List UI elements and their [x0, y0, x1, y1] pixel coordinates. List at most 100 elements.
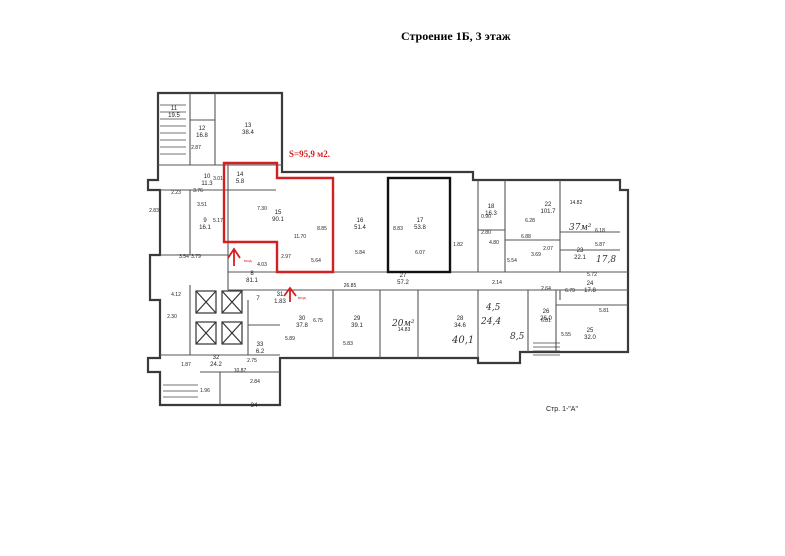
svg-text:3.69: 3.69 — [531, 252, 541, 258]
svg-text:8,5: 8,5 — [510, 332, 525, 342]
svg-text:5.17: 5.17 — [213, 218, 223, 224]
svg-text:4.03: 4.03 — [257, 262, 267, 268]
room-area: 17.8 — [584, 288, 596, 294]
room-number: 13 — [245, 123, 252, 129]
svg-text:6.28: 6.28 — [525, 218, 535, 224]
room-area: 53.8 — [414, 225, 426, 231]
svg-text:3.01: 3.01 — [213, 176, 223, 182]
svg-text:6.81: 6.81 — [541, 318, 551, 324]
room-number: 30 — [299, 316, 306, 322]
entry-arrows — [227, 247, 297, 302]
svg-text:4.12: 4.12 — [171, 292, 181, 298]
walls — [146, 91, 630, 407]
room-number: 15 — [275, 210, 282, 216]
room-area: 16.3 — [485, 211, 497, 217]
room-number: 14 — [237, 172, 244, 178]
room-area: 32.0 — [584, 335, 596, 341]
svg-text:4,5: 4,5 — [485, 303, 501, 313]
svg-text:7.30: 7.30 — [257, 206, 267, 212]
entry-label: вход — [244, 259, 251, 263]
room-area: 34.6 — [454, 323, 466, 329]
svg-text:6.79: 6.79 — [565, 288, 575, 294]
svg-text:11.70: 11.70 — [294, 234, 306, 240]
stairs — [160, 104, 560, 398]
svg-text:2.97: 2.97 — [281, 254, 291, 260]
room-area: 1.83 — [274, 299, 286, 305]
entry-label: вход — [298, 296, 305, 300]
svg-text:5.54: 5.54 — [507, 258, 517, 264]
room-number: 11 — [171, 106, 178, 112]
room-labels: 11 19.5 12 16.8 13 38.4 14 5.8 15 90.1 1… — [168, 106, 596, 409]
svg-text:2.84: 2.84 — [250, 379, 260, 385]
room-number: 10 — [204, 174, 211, 180]
elevator-shafts — [195, 290, 243, 345]
svg-text:40,1: 40,1 — [451, 335, 474, 346]
svg-text:5.84: 5.84 — [355, 250, 365, 256]
handwritten-notes: 37м² 20м² 4,5 24,4 40,1 8,5 17,8 — [391, 223, 616, 346]
room-number: 12 — [199, 126, 206, 132]
svg-text:5.64: 5.64 — [311, 258, 321, 264]
svg-text:8.83: 8.83 — [393, 226, 403, 232]
plan-title: Строение 1Б, 3 этаж — [401, 29, 511, 43]
room-area: 57.2 — [397, 280, 409, 286]
svg-text:2.87: 2.87 — [191, 145, 201, 151]
svg-text:5.72: 5.72 — [587, 272, 597, 278]
room-area: 26.0 — [540, 316, 552, 322]
room-area: 37.8 — [296, 323, 308, 329]
room-number: 27 — [400, 273, 407, 279]
room-number: 31 — [277, 292, 284, 298]
svg-text:20м²: 20м² — [391, 319, 415, 329]
room-number: 34 — [251, 403, 258, 409]
svg-text:2.75: 2.75 — [247, 358, 257, 364]
svg-text:5.87: 5.87 — [595, 242, 605, 248]
room-number: 32 — [213, 355, 220, 361]
room-number: 9 — [203, 218, 207, 224]
room-number: 23 — [577, 248, 584, 254]
area-label: S=95,9 м2. — [289, 149, 330, 159]
svg-text:5.89: 5.89 — [285, 336, 295, 342]
svg-text:1.82: 1.82 — [453, 242, 463, 248]
room-area: 101.7 — [540, 209, 556, 215]
svg-text:6.18: 6.18 — [595, 228, 605, 234]
svg-text:26.85: 26.85 — [344, 283, 357, 289]
svg-text:3.79: 3.79 — [191, 254, 201, 260]
room-number: 24 — [587, 281, 594, 287]
room-area: 51.4 — [354, 225, 366, 231]
svg-text:2.80: 2.80 — [481, 230, 491, 236]
svg-text:14.83: 14.83 — [398, 327, 411, 333]
svg-text:3.54: 3.54 — [179, 254, 189, 260]
svg-text:3.76: 3.76 — [193, 188, 203, 194]
room-area: 22.1 — [574, 255, 586, 261]
room-number: 28 — [457, 316, 464, 322]
svg-text:17,8: 17,8 — [596, 255, 616, 265]
svg-text:1.87: 1.87 — [181, 362, 191, 368]
room-area: 16.1 — [199, 225, 211, 231]
svg-text:0.90: 0.90 — [481, 214, 491, 220]
room-number: 22 — [545, 202, 552, 208]
room-number: 16 — [357, 218, 364, 224]
room-number: 26 — [543, 309, 550, 315]
room-area: 24.2 — [210, 362, 222, 368]
room-area: 90.1 — [272, 217, 284, 223]
svg-text:5.81: 5.81 — [599, 308, 609, 314]
svg-text:1.96: 1.96 — [200, 388, 210, 394]
room-area: 16.8 — [196, 133, 208, 139]
dimension-labels: 2.87 3.76 3.51 2.23 2.83 3.79 5.17 3.01 … — [149, 145, 609, 394]
room-area: 19.5 — [168, 113, 180, 119]
room-area: 39.1 — [351, 323, 363, 329]
svg-text:24,4: 24,4 — [480, 317, 501, 327]
room-number: 29 — [354, 316, 361, 322]
svg-text:2.30: 2.30 — [167, 314, 177, 320]
footer-label: Стр. 1-"А" — [546, 406, 578, 413]
svg-text:2.07: 2.07 — [543, 246, 553, 252]
room-area: 11.3 — [201, 181, 213, 187]
svg-text:2.14: 2.14 — [492, 280, 502, 286]
room-number: 17 — [417, 218, 424, 224]
room-area: 5.8 — [236, 179, 245, 185]
svg-text:6.88: 6.88 — [521, 234, 531, 240]
svg-text:14.82: 14.82 — [570, 200, 583, 206]
room-area: 81.1 — [246, 278, 258, 284]
room-area: 38.4 — [242, 130, 254, 136]
svg-text:2.64: 2.64 — [541, 286, 551, 292]
